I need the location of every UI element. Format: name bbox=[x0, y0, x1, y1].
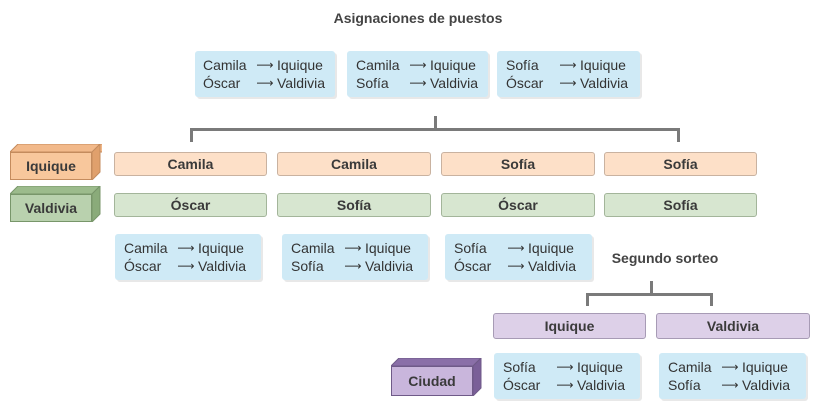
valdivia-node-2: Sofía bbox=[277, 193, 431, 217]
arrow-right-icon: ⟶ bbox=[344, 241, 362, 255]
city-name: Iquique bbox=[198, 240, 244, 256]
arrow-right-icon: ⟶ bbox=[507, 259, 525, 273]
person-name: Sofía bbox=[454, 240, 487, 256]
city-name: Iquique bbox=[277, 57, 323, 73]
iquique-node-3: Sofía bbox=[441, 152, 595, 176]
city-name: Valdivia bbox=[742, 377, 790, 393]
person-name: Sofía bbox=[506, 57, 539, 73]
arrow-right-icon: ⟶ bbox=[177, 259, 195, 273]
person-name: Óscar bbox=[124, 258, 162, 274]
arrow-right-icon: ⟶ bbox=[721, 360, 739, 374]
diagram-title: Asignaciones de puestos bbox=[333, 10, 503, 26]
city-name: Valdivia bbox=[528, 258, 576, 274]
second-assignment-2: Camila ⟶Iquique Sofía ⟶Valdivia bbox=[659, 353, 806, 399]
top-assignment-1: Camila ⟶Iquique Óscar ⟶Valdivia bbox=[195, 51, 335, 97]
ciudad-label-text: Ciudad bbox=[408, 373, 456, 389]
arrow-right-icon: ⟶ bbox=[256, 58, 274, 72]
second-bracket-stem bbox=[650, 281, 653, 295]
second-assignment-1: Sofía ⟶Iquique Óscar ⟶Valdivia bbox=[494, 353, 640, 399]
city-name: Iquique bbox=[742, 359, 788, 375]
arrow-right-icon: ⟶ bbox=[409, 58, 427, 72]
bottom-assignment-1: Camila ⟶Iquique Óscar ⟶Valdivia bbox=[115, 234, 261, 280]
valdivia-row-label: Valdivia bbox=[10, 186, 102, 222]
valdivia-node-1: Óscar bbox=[114, 193, 267, 217]
iquique-node-2: Camila bbox=[277, 152, 431, 176]
bracket-left-leg bbox=[190, 128, 193, 142]
valdivia-label-text: Valdivia bbox=[24, 200, 78, 216]
city-name: Valdivia bbox=[430, 75, 478, 91]
second-bracket-right-leg bbox=[710, 293, 713, 306]
ciudad-label: Ciudad bbox=[391, 358, 483, 396]
arrow-right-icon: ⟶ bbox=[507, 241, 525, 255]
person-name: Camila bbox=[668, 359, 712, 375]
arrow-right-icon: ⟶ bbox=[177, 241, 195, 255]
person-name: Camila bbox=[124, 240, 168, 256]
city-name: Iquique bbox=[430, 57, 476, 73]
city-name: Valdivia bbox=[277, 75, 325, 91]
city-name: Iquique bbox=[528, 240, 574, 256]
arrow-right-icon: ⟶ bbox=[256, 76, 274, 90]
arrow-right-icon: ⟶ bbox=[721, 378, 739, 392]
person-name: Sofía bbox=[356, 75, 389, 91]
second-draw-iquique: Iquique bbox=[493, 313, 646, 339]
arrow-right-icon: ⟶ bbox=[344, 259, 362, 273]
iquique-row-label: Iquique bbox=[10, 144, 102, 180]
arrow-right-icon: ⟶ bbox=[559, 76, 577, 90]
city-name: Valdivia bbox=[580, 75, 628, 91]
person-name: Camila bbox=[291, 240, 335, 256]
top-assignment-2: Camila ⟶Iquique Sofía ⟶Valdivia bbox=[347, 51, 488, 97]
person-name: Óscar bbox=[503, 377, 541, 393]
second-bracket-bar bbox=[586, 293, 713, 296]
city-name: Valdivia bbox=[198, 258, 246, 274]
person-name: Óscar bbox=[203, 75, 241, 91]
valdivia-node-3: Óscar bbox=[441, 193, 595, 217]
iquique-node-4: Sofía bbox=[604, 152, 757, 176]
city-name: Valdivia bbox=[365, 258, 413, 274]
bracket-stem bbox=[434, 116, 437, 129]
second-draw-valdivia: Valdivia bbox=[656, 313, 810, 339]
iquique-label-text: Iquique bbox=[26, 158, 76, 174]
cube-shape bbox=[10, 144, 102, 180]
arrow-right-icon: ⟶ bbox=[409, 76, 427, 90]
bottom-assignment-2: Camila ⟶Iquique Sofía ⟶Valdivia bbox=[282, 234, 428, 280]
person-name: Camila bbox=[356, 57, 400, 73]
arrow-right-icon: ⟶ bbox=[556, 360, 574, 374]
top-assignment-3: Sofía ⟶Iquique Óscar ⟶Valdivia bbox=[497, 51, 640, 97]
city-name: Valdivia bbox=[577, 377, 625, 393]
iquique-node-1: Camila bbox=[114, 152, 267, 176]
arrow-right-icon: ⟶ bbox=[559, 58, 577, 72]
second-bracket-left-leg bbox=[586, 293, 589, 306]
person-name: Sofía bbox=[668, 377, 701, 393]
cube-shape bbox=[391, 358, 482, 396]
valdivia-node-4: Sofía bbox=[604, 193, 757, 217]
person-name: Óscar bbox=[506, 75, 544, 91]
city-name: Iquique bbox=[580, 57, 626, 73]
arrow-right-icon: ⟶ bbox=[556, 378, 574, 392]
person-name: Camila bbox=[203, 57, 247, 73]
second-draw-title: Segundo sorteo bbox=[611, 250, 719, 266]
person-name: Sofía bbox=[291, 258, 324, 274]
cube-shape bbox=[10, 186, 101, 222]
bracket-right-leg bbox=[677, 128, 680, 142]
bottom-assignment-3: Sofía ⟶Iquique Óscar ⟶Valdivia bbox=[445, 234, 592, 280]
city-name: Iquique bbox=[577, 359, 623, 375]
bracket-bar bbox=[190, 128, 680, 131]
city-name: Iquique bbox=[365, 240, 411, 256]
person-name: Óscar bbox=[454, 258, 492, 274]
person-name: Sofía bbox=[503, 359, 536, 375]
